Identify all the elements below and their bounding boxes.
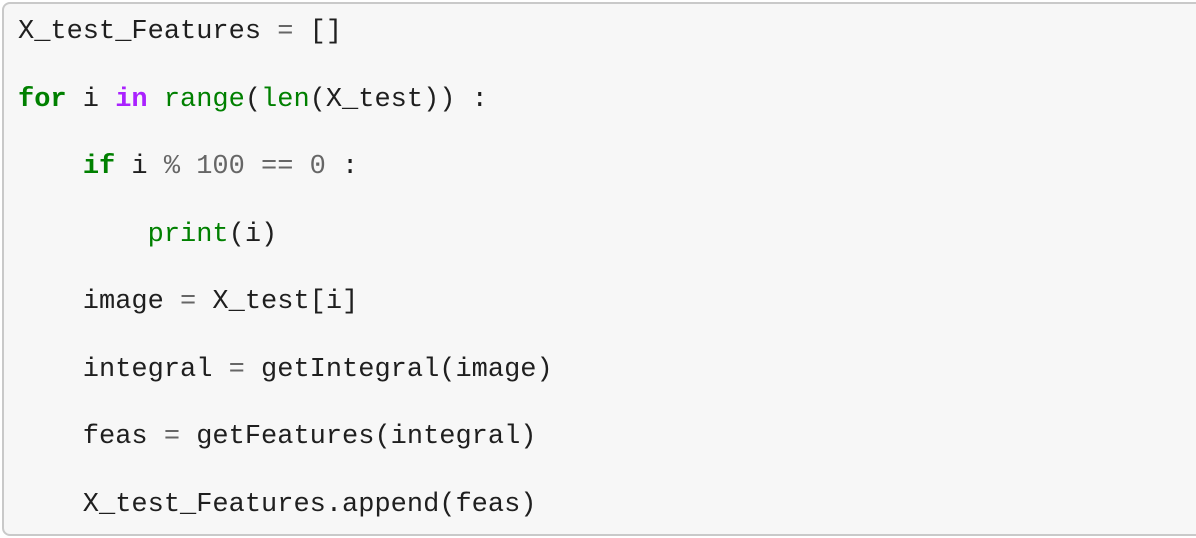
code-line: feas = getFeatures(integral) xyxy=(18,421,1196,455)
token-text-default: ( xyxy=(244,84,262,115)
token-number: 0 xyxy=(309,152,326,182)
token-text-default: i xyxy=(115,152,164,182)
code-line-blank xyxy=(18,455,1196,489)
code-line: integral = getIntegral(image) xyxy=(18,354,1196,388)
token-text-default: X_test_Features.append(feas) xyxy=(18,489,537,520)
token-text-default: integral xyxy=(18,354,229,385)
code-line-blank xyxy=(18,185,1196,219)
token-text-default: [] xyxy=(293,17,343,47)
token-keyword: for xyxy=(18,84,67,115)
token-text-default: (i) xyxy=(228,219,278,250)
code-line-blank xyxy=(18,50,1196,84)
token-text-default: : xyxy=(325,152,359,182)
token-text-default: getFeatures(integral) xyxy=(180,422,537,452)
token-operator: == xyxy=(261,152,294,182)
code-line-blank xyxy=(18,117,1196,151)
token-builtin: range xyxy=(163,84,245,115)
token-operator-word: in xyxy=(115,84,148,115)
token-text-default: X_test[i] xyxy=(196,287,359,317)
code-line: image = X_test[i] xyxy=(18,286,1196,320)
token-operator: = xyxy=(180,287,197,317)
code-line-blank xyxy=(18,387,1196,421)
code-line: X_test_Features.append(feas) xyxy=(18,489,1196,523)
code-line-blank xyxy=(18,252,1196,286)
token-text-default: feas xyxy=(18,422,164,452)
token-text-default: (X_test)) : xyxy=(309,84,488,115)
token-keyword: if xyxy=(82,152,116,182)
token-text-default xyxy=(293,152,309,182)
code-line: for i in range(len(X_test)) : xyxy=(18,84,1196,118)
code-lines: X_test_Features = [] for i in range(len(… xyxy=(18,16,1196,522)
code-line-blank xyxy=(18,320,1196,354)
token-builtin: print xyxy=(147,219,229,250)
token-builtin: len xyxy=(261,84,310,115)
token-text-default: getIntegral(image) xyxy=(244,354,553,385)
token-text-default xyxy=(18,152,83,182)
token-operator: = xyxy=(228,354,245,385)
token-operator: = xyxy=(163,422,181,452)
token-operator: % xyxy=(163,152,181,182)
token-text-default xyxy=(180,152,196,182)
code-line: if i % 100 == 0 : xyxy=(18,151,1196,185)
token-text-default: image xyxy=(18,287,181,317)
token-text-default xyxy=(148,85,164,115)
token-number: 100 xyxy=(196,152,245,182)
token-text-default xyxy=(245,152,261,182)
token-text-default: i xyxy=(66,84,116,115)
token-operator: = xyxy=(277,17,294,47)
code-line: print(i) xyxy=(18,219,1196,253)
code-line: X_test_Features = [] xyxy=(18,16,1196,50)
token-text-default: X_test_Features xyxy=(18,17,278,47)
token-text-default xyxy=(18,220,148,250)
